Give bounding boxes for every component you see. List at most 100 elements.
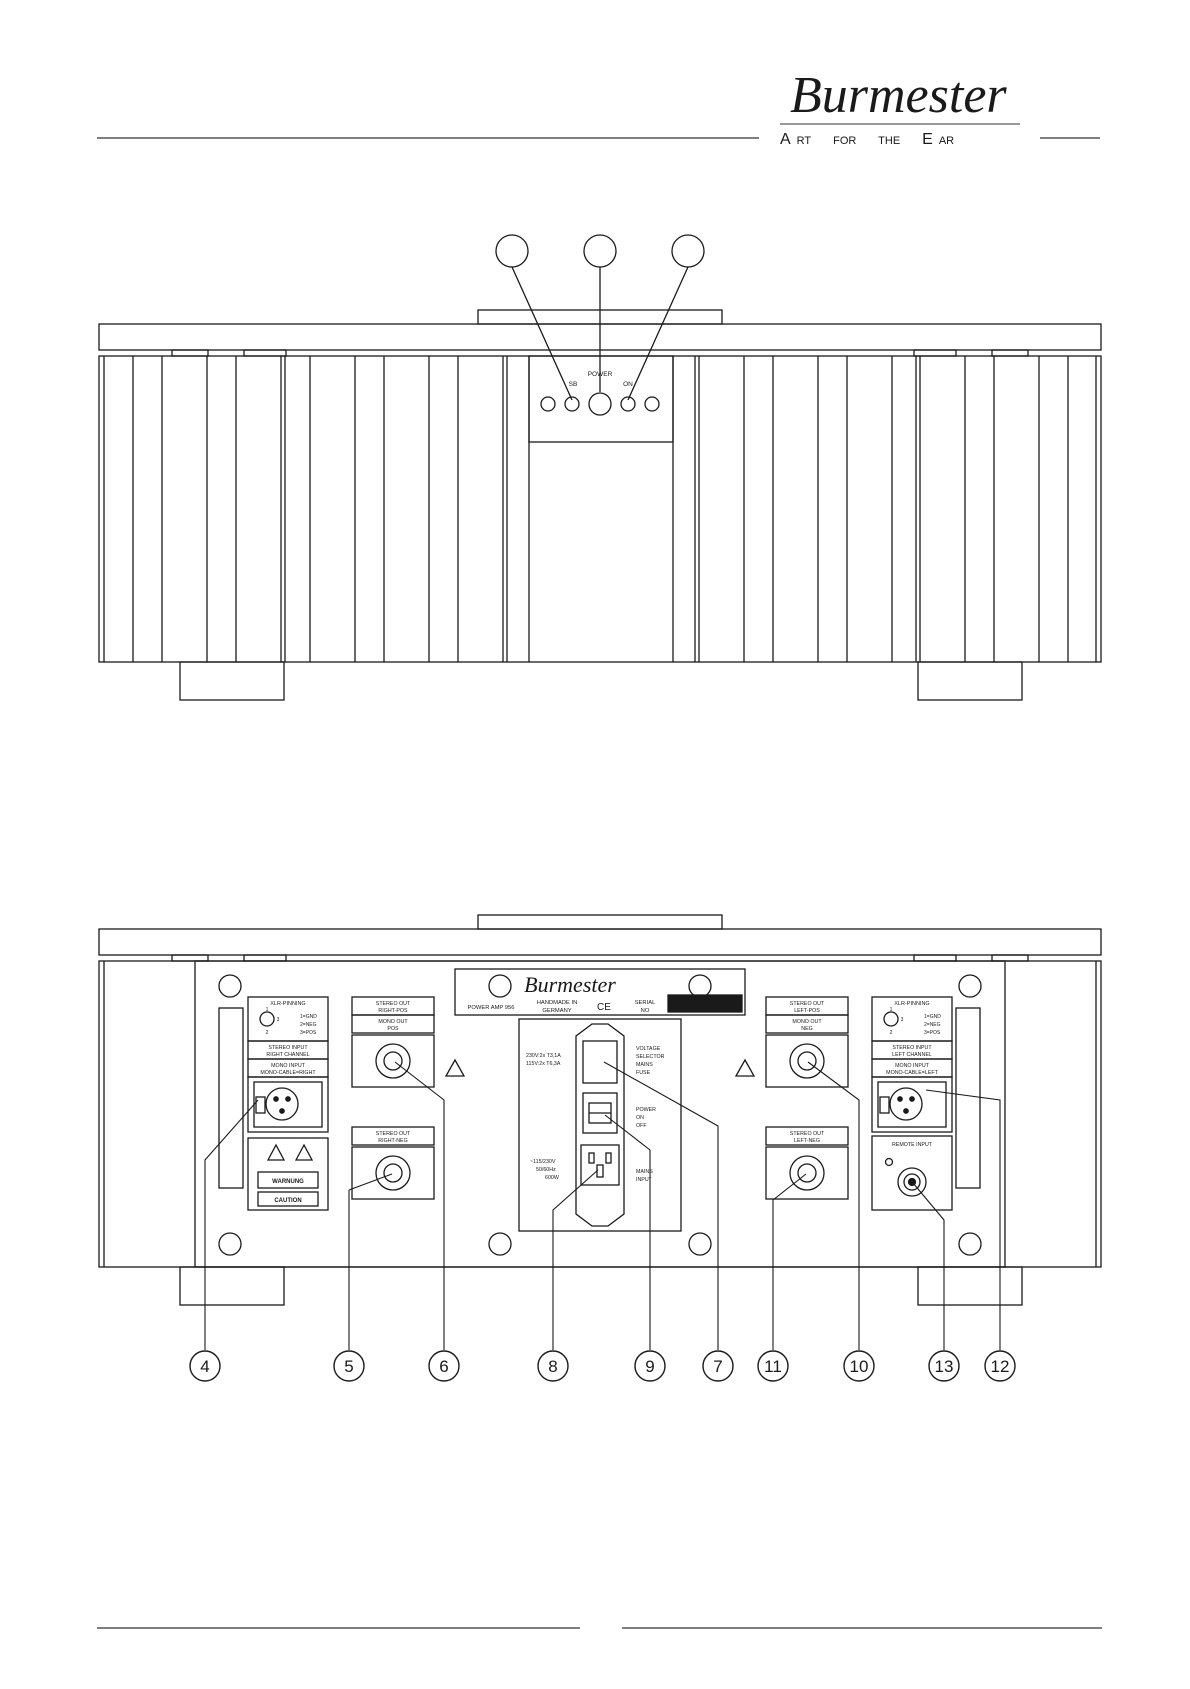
stereo-out-left-neg-box [765, 1126, 849, 1146]
xlr-pinning-icon [259, 1011, 275, 1027]
selector-label: SELECTOR [636, 1054, 665, 1060]
callout-8-number: 8 [548, 1357, 557, 1376]
remote-jack-ring [903, 1173, 921, 1191]
callout-leaders [204, 1061, 1001, 1350]
xlr-input-left-box [871, 1076, 953, 1133]
screw [218, 1232, 242, 1256]
pin-2-label: 2 [266, 1030, 269, 1036]
callout-11-number: 11 [764, 1357, 782, 1376]
remote-input-jack[interactable] [897, 1167, 927, 1197]
off-label: OFF [636, 1123, 647, 1129]
mono-input-label: MONO INPUT [271, 1063, 306, 1069]
speaker-terminal-left-pos-box [765, 1034, 849, 1088]
leader-line-5 [348, 1173, 393, 1191]
right-neg-label: RIGHT-NEG [378, 1138, 407, 1144]
plate-model: POWER AMP 956 [468, 1005, 515, 1011]
callout-9: 9 [634, 1350, 666, 1382]
rear-foot-left [179, 1266, 285, 1306]
mains-spec-label: 50/60Hz [536, 1167, 556, 1173]
callout-12: 12 [984, 1350, 1016, 1382]
xlr-input-right-box [247, 1076, 329, 1133]
warnung-box [257, 1171, 319, 1189]
on-label: ON [636, 1115, 644, 1121]
left-pos-label: LEFT-POS [794, 1008, 820, 1014]
caution-label: CAUTION [274, 1198, 301, 1204]
callout-circle-on [671, 234, 705, 268]
iec-pin [596, 1164, 604, 1178]
fuse-label: FUSE [636, 1070, 651, 1076]
leader-line-13 [912, 1182, 945, 1350]
leader-line-11 [772, 1173, 807, 1350]
pin-1-label: 1 [890, 1007, 893, 1013]
speaker-terminal-right-neg-box [351, 1146, 435, 1200]
voltage-selector-fuse[interactable] [582, 1040, 618, 1084]
speaker-terminal-left-neg[interactable] [789, 1155, 825, 1191]
xlr-pin [279, 1108, 285, 1114]
xlr-pinning-label: XLR-PINNING [894, 1001, 929, 1007]
stereo-out-label: STEREO OUT [376, 1001, 411, 1007]
speaker-terminal-right-neg[interactable] [375, 1155, 411, 1191]
vent-slot-left [218, 1007, 244, 1189]
xlr-input-left-socket[interactable] [889, 1087, 923, 1121]
serial-number-box [667, 994, 743, 1013]
terminal-core [797, 1051, 817, 1071]
callout-7-number: 7 [713, 1357, 722, 1376]
nameplate [454, 968, 746, 1016]
rear-foot-right [917, 1266, 1023, 1306]
pin-1-label: 1 [266, 1007, 269, 1013]
xlr-pin [903, 1108, 909, 1114]
xlr-input-right-socket[interactable] [265, 1087, 299, 1121]
pin-2-label: 2 [890, 1030, 893, 1036]
speaker-terminal-left-pos[interactable] [789, 1043, 825, 1079]
plate-germany: GERMANY [542, 1008, 571, 1014]
pos-label: 3=POS [300, 1030, 317, 1036]
rear-panel [194, 960, 1006, 1268]
speaker-terminal-left-neg-box [765, 1146, 849, 1200]
leader-line-12 [925, 1089, 1001, 1350]
screw [488, 974, 512, 998]
xlr-pin [909, 1096, 915, 1102]
mains-label: MAINS [636, 1062, 653, 1068]
iec-pin [605, 1152, 612, 1164]
power-switch-housing [582, 1092, 618, 1134]
speaker-terminal-right-pos-box [351, 1034, 435, 1088]
callout-13-number: 13 [935, 1357, 954, 1376]
pos-label: 3=POS [924, 1030, 941, 1036]
leader-line-9 [604, 1114, 651, 1350]
cover-tab [171, 349, 209, 357]
cover-tab [243, 954, 287, 962]
callout-6: 6 [428, 1350, 460, 1382]
voltage-label: VOLTAGE [636, 1046, 661, 1052]
power-button[interactable] [588, 392, 612, 416]
cover-tab [913, 954, 957, 962]
plate-serial: SERIAL [635, 1000, 656, 1006]
terminal-core [383, 1163, 403, 1183]
mains-spec-label: ~115/230V [530, 1159, 556, 1165]
brand-logo: Burmester [790, 67, 1007, 124]
warning-triangle-icon [444, 1058, 466, 1077]
fuse-rating-label: 115V:2x T6,3A [526, 1061, 561, 1067]
speaker-terminal-right-pos[interactable] [375, 1043, 411, 1079]
callout-5-number: 5 [344, 1357, 353, 1376]
warning-triangle-icon [734, 1058, 756, 1077]
neg-label: 2=NEG [924, 1022, 941, 1028]
xlr-pin [897, 1096, 903, 1102]
leader-line-8 [552, 1169, 599, 1350]
cover-tab [991, 954, 1029, 962]
stereo-out-label: STEREO OUT [376, 1131, 411, 1137]
pin-3-label: 3 [277, 1017, 280, 1023]
rear-labels: Burmester POWER AMP 956 HANDMADE IN GERM… [260, 972, 941, 1204]
front-foot-right [917, 661, 1023, 701]
sb-label: SB [569, 381, 578, 388]
gnd-label: 1=GND [300, 1014, 317, 1020]
mono-cable-right-label: MONO-CABLE=RIGHT [260, 1070, 316, 1076]
callout-10-number: 10 [850, 1357, 869, 1376]
mono-out-pos-box [351, 1014, 435, 1034]
leader-line-sb [511, 266, 573, 401]
callout-circle-power [583, 234, 617, 268]
iec-mains-input[interactable] [580, 1144, 620, 1186]
on-led [620, 396, 636, 412]
screw [958, 1232, 982, 1256]
